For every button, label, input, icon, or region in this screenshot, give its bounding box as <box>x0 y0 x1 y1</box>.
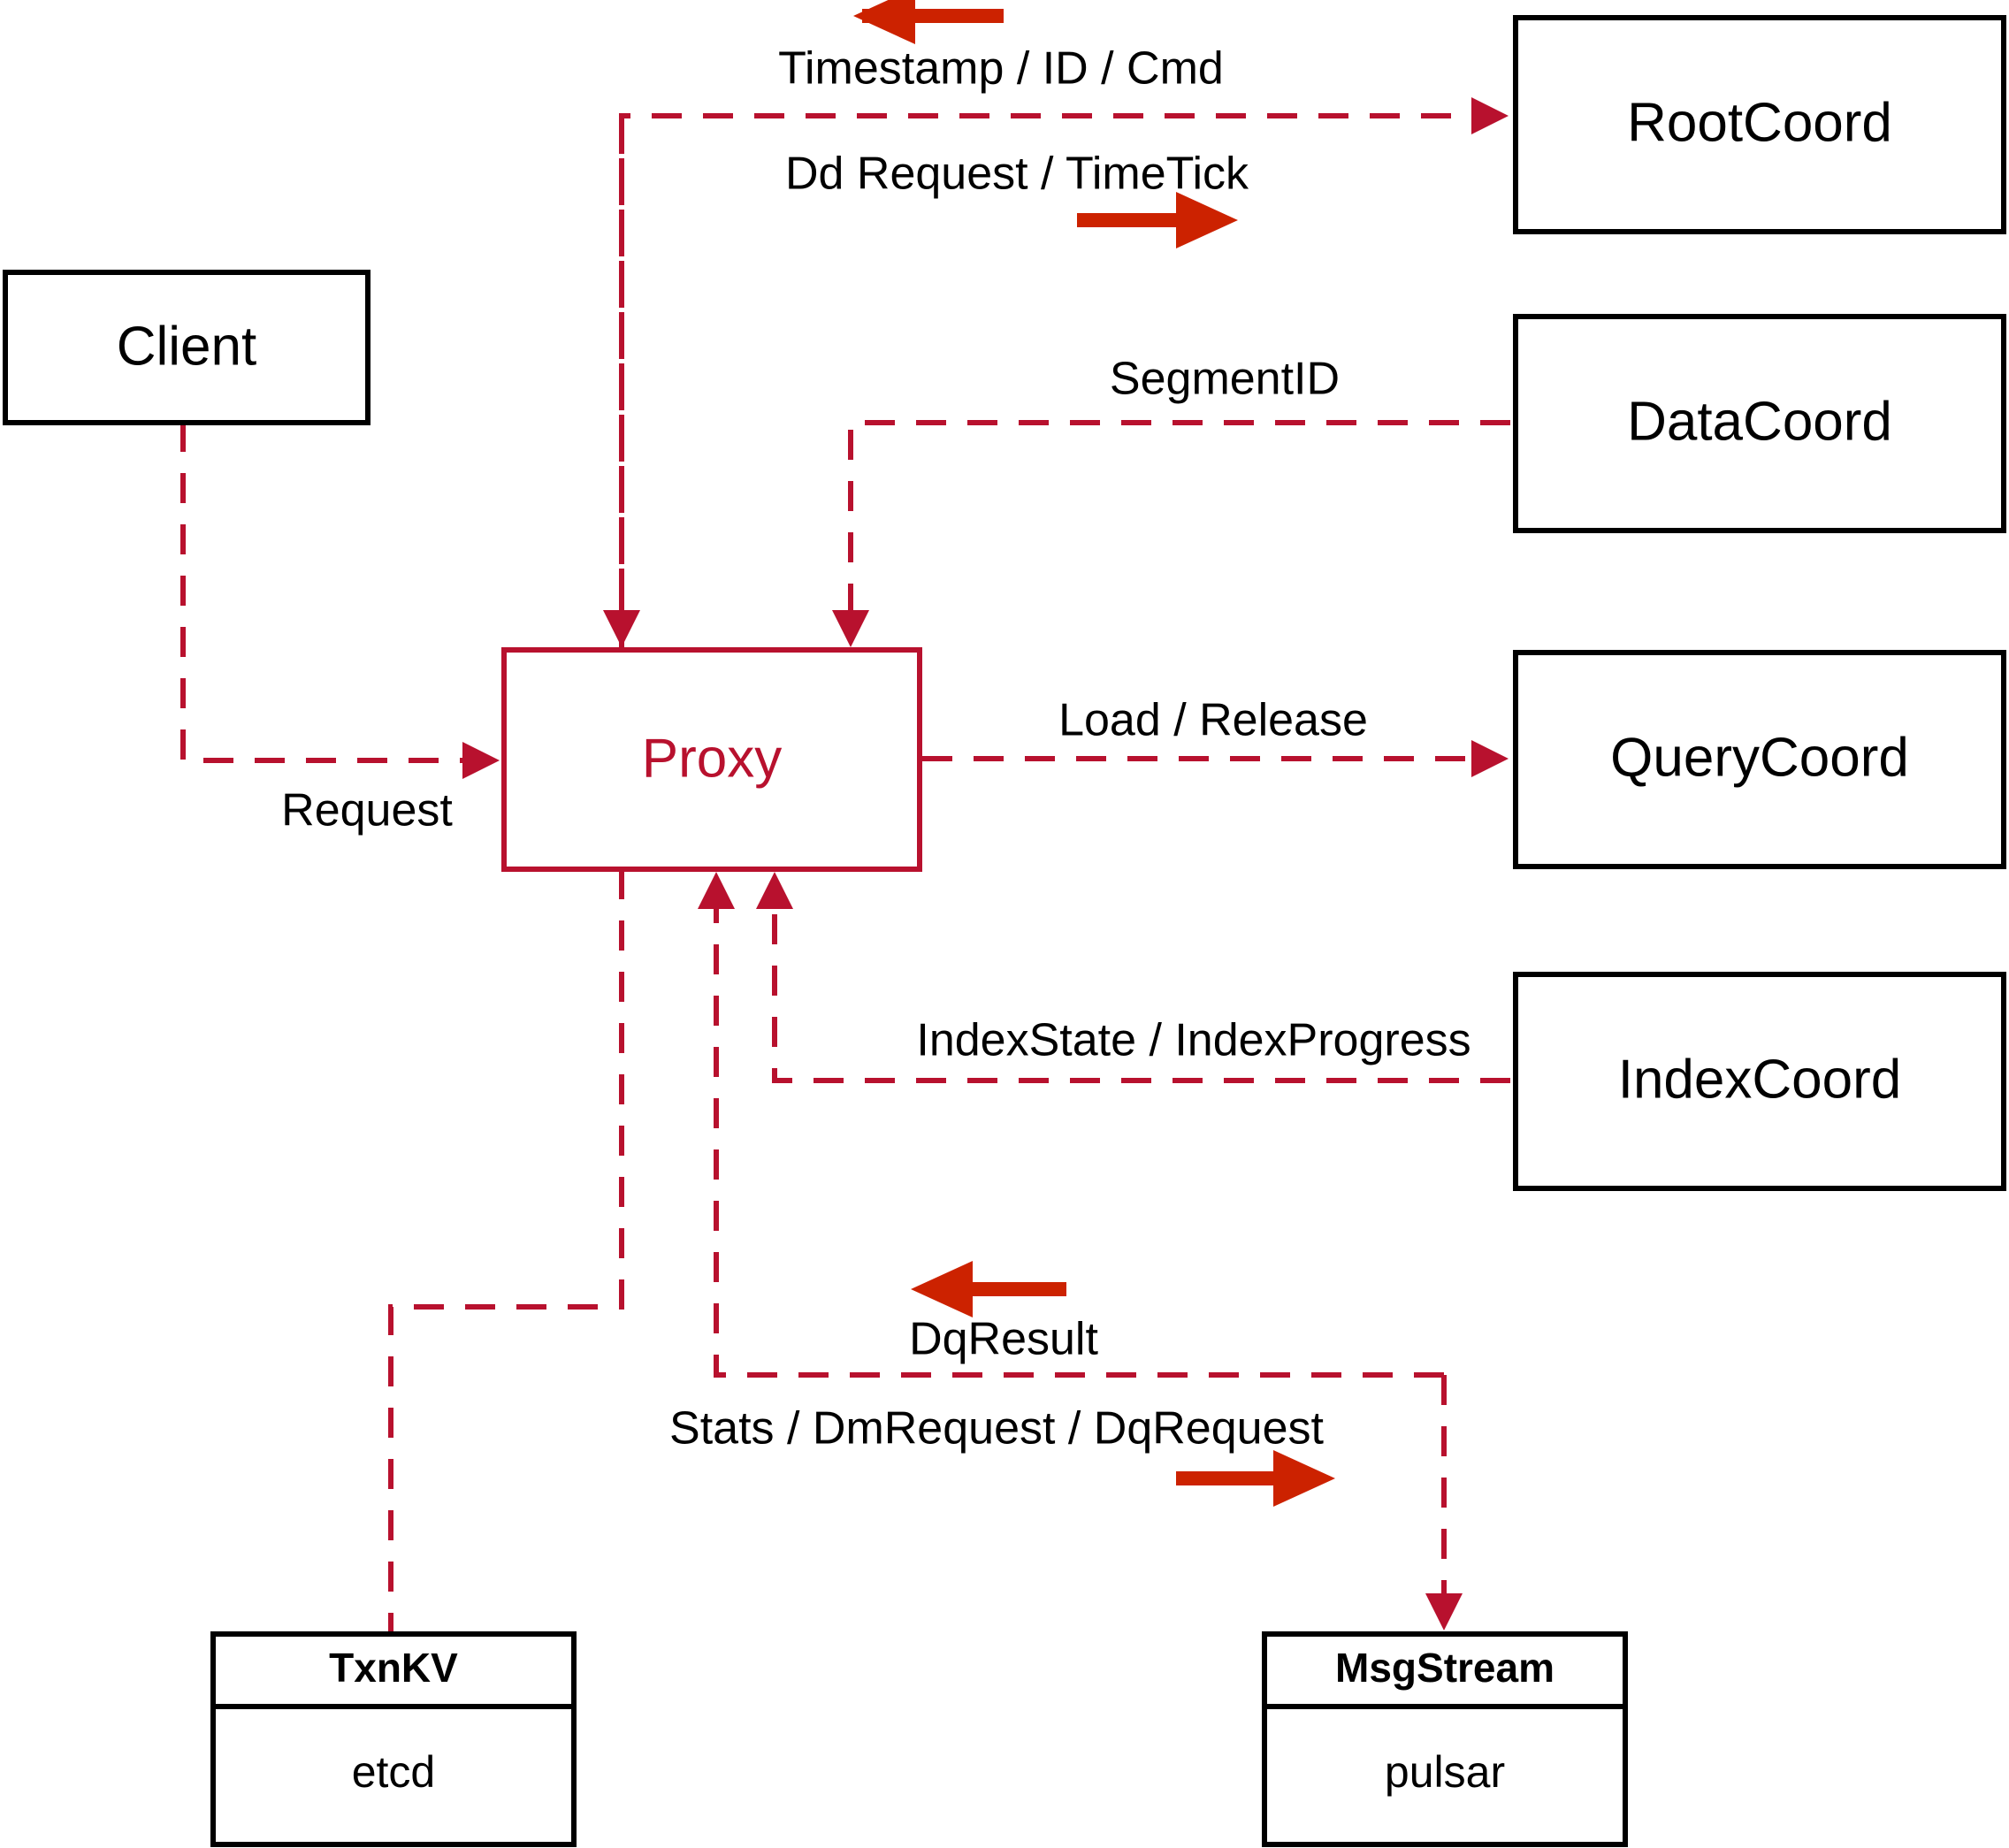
node-indexcoord[interactable]: IndexCoord <box>1513 972 2006 1191</box>
edge-label-dd-request-timetick: Dd Request / TimeTick <box>785 149 1249 200</box>
node-txnkv-title: TxnKV <box>329 1645 458 1691</box>
edge-indexcoord-to-proxy <box>756 872 1510 1083</box>
node-datacoord-label: DataCoord <box>1627 391 1892 452</box>
edge-label-segment-id: SegmentID <box>1110 354 1340 405</box>
node-rootcoord[interactable]: RootCoord <box>1513 15 2006 234</box>
node-msgstream-body: pulsar <box>1385 1747 1505 1797</box>
edge-label-dq-result: DqResult <box>909 1314 1098 1365</box>
node-client-label: Client <box>117 316 257 377</box>
edge-label-load-release: Load / Release <box>1058 695 1368 746</box>
direction-arrow-ddrequest-right <box>1077 192 1238 248</box>
node-proxy-label: Proxy <box>642 728 782 789</box>
direction-arrow-timestamp-left <box>853 0 1004 44</box>
node-indexcoord-label: IndexCoord <box>1618 1049 1902 1110</box>
edge-proxy-to-txnkv <box>388 869 624 1631</box>
edge-proxy-to-rootcoord <box>619 97 1509 650</box>
direction-arrow-dqresult-left <box>911 1261 1066 1317</box>
node-rootcoord-label: RootCoord <box>1627 92 1892 153</box>
edge-label-timestamp-id-cmd: Timestamp / ID / Cmd <box>778 43 1224 95</box>
edge-client-to-proxy <box>180 422 500 779</box>
node-msgstream-title: MsgStream <box>1335 1645 1554 1691</box>
edge-datacoord-to-proxy <box>832 420 1510 647</box>
edge-label-request: Request <box>281 785 453 836</box>
node-datacoord[interactable]: DataCoord <box>1513 314 2006 533</box>
node-msgstream[interactable]: MsgStream pulsar <box>1262 1631 1628 1847</box>
direction-arrow-stats-right <box>1176 1450 1335 1507</box>
node-txnkv[interactable]: TxnKV etcd <box>210 1631 577 1847</box>
node-proxy[interactable]: Proxy <box>501 647 922 872</box>
node-txnkv-body: etcd <box>352 1747 436 1797</box>
edge-label-stats-dm-dq-request: Stats / DmRequest / DqRequest <box>669 1403 1324 1455</box>
node-querycoord[interactable]: QueryCoord <box>1513 650 2006 869</box>
node-client[interactable]: Client <box>3 270 370 425</box>
edge-msgstream-to-proxy <box>698 872 1444 1378</box>
edge-label-index-state-progress: IndexState / IndexProgress <box>916 1015 1470 1066</box>
node-querycoord-label: QueryCoord <box>1610 727 1909 788</box>
